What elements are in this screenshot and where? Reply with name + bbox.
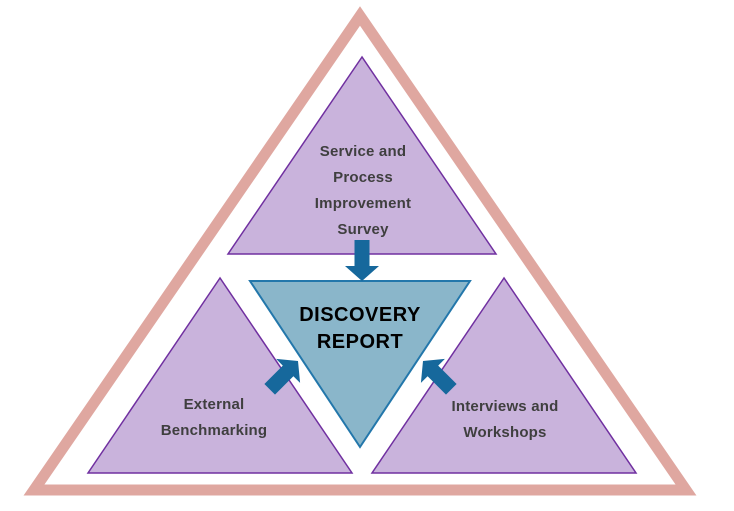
arrow-up-right-icon [264,358,301,395]
label-line: Service and [319,143,407,160]
left-triangle-label: External Benchmarking [139,392,289,444]
label-line: REPORT [316,331,404,353]
center-triangle [248,280,472,449]
top-triangle-label: Service and Process Improvement Survey [288,139,438,243]
label-line: Improvement [314,195,412,212]
label-line: Survey [337,221,389,238]
label-line: External [183,396,245,413]
label-line: DISCOVERY [299,304,421,326]
label-line: Benchmarking [160,422,268,439]
label-line: Workshops [463,424,547,441]
arrow-up-left-icon [420,358,457,395]
label-line: Process [333,169,393,186]
center-triangle-label: DISCOVERY REPORT [270,302,450,356]
outer-triangle-border [23,6,697,496]
arrow-down-icon [345,240,379,281]
right-triangle-label: Interviews and Workshops [430,394,580,446]
label-line: Interviews and [451,398,559,415]
